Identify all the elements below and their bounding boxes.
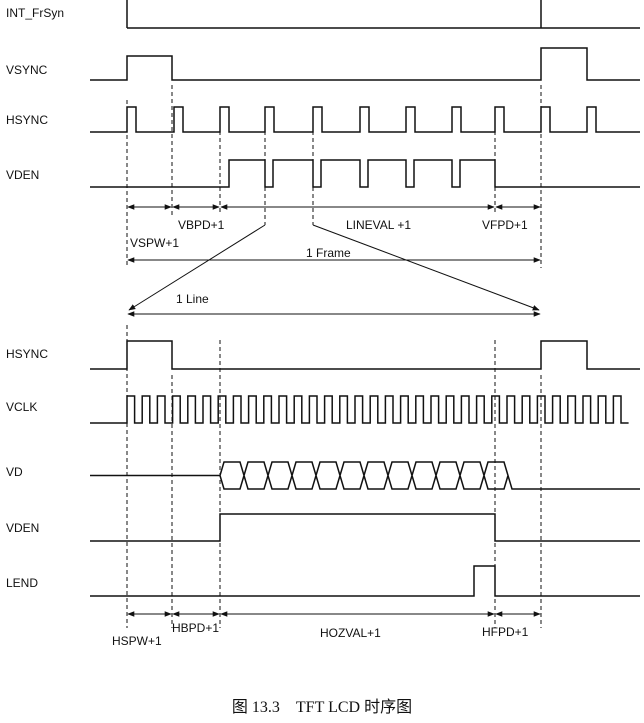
vden-bottom-waveform [90, 513, 640, 542]
hsync-bottom-label: HSYNC [6, 347, 48, 361]
int-frsyn-label: INT_FrSyn [6, 6, 64, 20]
hbpd-label: HBPD+1 [172, 621, 219, 635]
vbpd-label: VBPD+1 [178, 218, 225, 232]
zoom-lines [128, 224, 540, 311]
vclk-label: VCLK [6, 400, 37, 414]
lineval-label: LINEVAL +1 [346, 218, 411, 232]
hsync-bottom-waveform [90, 340, 640, 370]
top-interval-arrows [127, 204, 541, 263]
lend-label: LEND [6, 576, 38, 590]
vfpd-label: VFPD+1 [482, 218, 528, 232]
lend-waveform [90, 565, 640, 597]
vsync-label: VSYNC [6, 63, 48, 77]
top-guide-lines [126, 85, 542, 268]
frame-label: 1 Frame [306, 246, 351, 260]
vden-bottom-label: VDEN [6, 521, 39, 535]
hozval-label: HOZVAL+1 [320, 626, 381, 640]
vden-top-waveform [90, 159, 640, 188]
vden-top-label: VDEN [6, 168, 39, 182]
vd-label: VD [6, 465, 23, 479]
hsync-top-waveform [90, 106, 640, 133]
timing-diagram: INT_FrSyn VSYNC HSYNC VDEN VBPD+1 LINEVA… [6, 0, 640, 648]
vclk-waveform [90, 395, 629, 424]
hspw-label: HSPW+1 [112, 634, 162, 648]
vspw-label: VSPW+1 [130, 236, 179, 250]
hsync-top-label: HSYNC [6, 113, 48, 127]
line-label: 1 Line [176, 292, 209, 306]
vsync-waveform [90, 47, 640, 81]
vd-waveform [90, 461, 640, 490]
bottom-guide-lines [126, 325, 542, 628]
int-frsyn-waveform [126, 0, 640, 29]
figure-caption: 图 13.3 TFT LCD 时序图 [231, 699, 413, 716]
hfpd-label: HFPD+1 [482, 625, 529, 639]
